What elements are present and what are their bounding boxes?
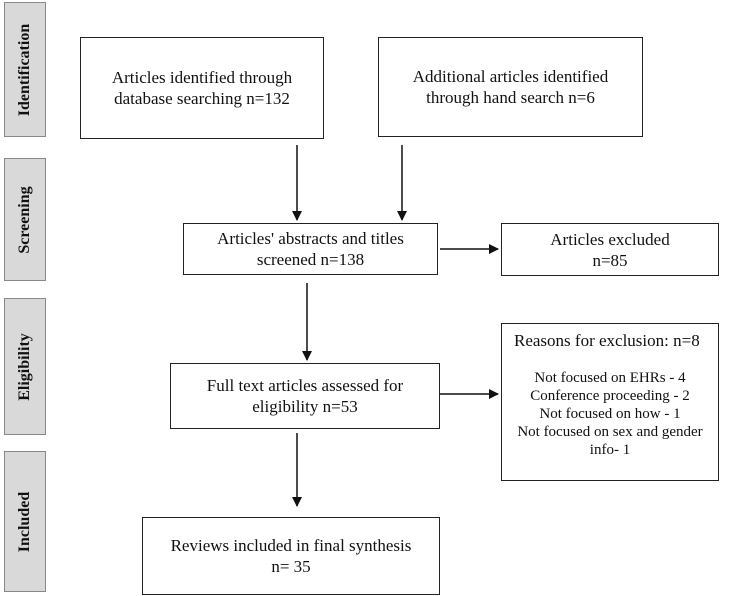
box-database-search-line2: database searching n=132 [114,89,290,108]
box-included: Reviews included in final synthesis n= 3… [142,517,440,595]
box-database-search: Articles identified through database sea… [80,37,324,139]
box-hand-search: Additional articles identified through h… [378,37,643,137]
box-full-text-line2: eligibility n=53 [252,397,358,416]
box-full-text: Full text articles assessed for eligibil… [170,363,440,429]
exclusion-reason-item: info- 1 [589,442,631,458]
stage-included: Included [4,451,46,592]
box-screened-line2: screened n=138 [256,250,365,269]
stage-screening: Screening [4,158,46,281]
box-excluded-line1: Articles excluded [550,229,670,249]
box-exclusion-reasons: Reasons for exclusion: n=8 Not focused o… [501,323,719,481]
exclusion-reason-item: Not focused on EHRs - 4 [534,370,686,386]
box-hand-search-line2: through hand search n=6 [426,88,595,107]
box-screened-line1: Articles' abstracts and titles [217,229,404,248]
exclusion-reason-item: Not focused on sex and gender [517,424,703,440]
box-included-line2: n= 35 [271,557,311,576]
stage-eligibility: Eligibility [4,298,46,435]
box-excluded-line2: n=85 [592,250,628,270]
stage-identification: Identification [4,2,46,137]
box-full-text-line1: Full text articles assessed for [206,376,404,395]
exclusion-reasons-title: Reasons for exclusion: n=8 [514,331,700,350]
exclusion-reason-item: Not focused on how - 1 [539,406,681,422]
box-included-line1: Reviews included in final synthesis [170,536,412,555]
box-database-search-line1: Articles identified through [111,68,293,87]
exclusion-reason-item: Conference proceeding - 2 [530,388,690,404]
box-excluded: Articles excluded n=85 [501,223,719,276]
box-hand-search-line1: Additional articles identified [412,67,609,86]
box-screened: Articles' abstracts and titles screened … [183,223,438,275]
